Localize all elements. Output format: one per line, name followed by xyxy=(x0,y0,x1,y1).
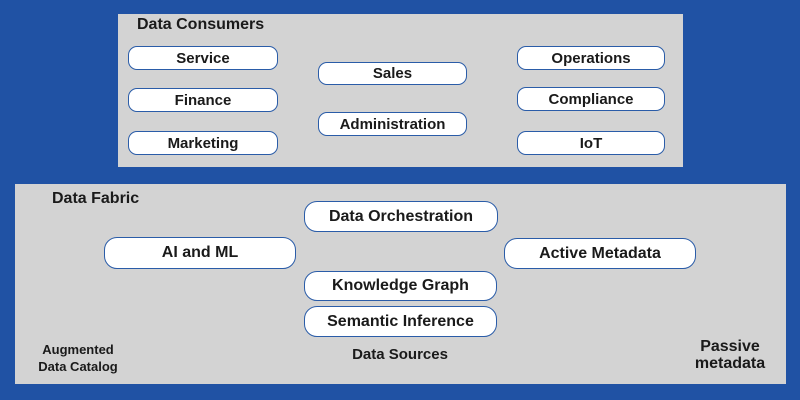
pill-active-metadata: Active Metadata xyxy=(504,238,696,269)
pill-sales: Sales xyxy=(318,62,467,85)
passive-line1: Passive xyxy=(700,338,760,355)
pill-administration: Administration xyxy=(318,112,467,136)
passive-metadata-label: Passive metadata xyxy=(670,338,790,372)
pill-knowledge-graph: Knowledge Graph xyxy=(304,271,497,301)
augmented-line1: Augmented xyxy=(42,342,114,357)
pill-iot: IoT xyxy=(517,131,665,155)
data-fabric-title: Data Fabric xyxy=(52,190,140,207)
pill-finance: Finance xyxy=(128,88,278,112)
data-consumers-title: Data Consumers xyxy=(137,16,265,33)
pill-ai-and-ml: AI and ML xyxy=(104,237,296,269)
passive-line2: metadata xyxy=(694,355,766,372)
pill-marketing: Marketing xyxy=(128,131,278,155)
augmented-data-catalog-label: Augmented Data Catalog xyxy=(18,341,138,375)
pill-semantic-inference: Semantic Inference xyxy=(304,306,497,337)
pill-compliance: Compliance xyxy=(517,87,665,111)
pill-service: Service xyxy=(128,46,278,70)
augmented-line2: Data Catalog xyxy=(38,359,118,374)
data-sources-label: Data Sources xyxy=(352,346,448,363)
pill-data-orchestration: Data Orchestration xyxy=(304,201,498,232)
pill-operations: Operations xyxy=(517,46,665,70)
